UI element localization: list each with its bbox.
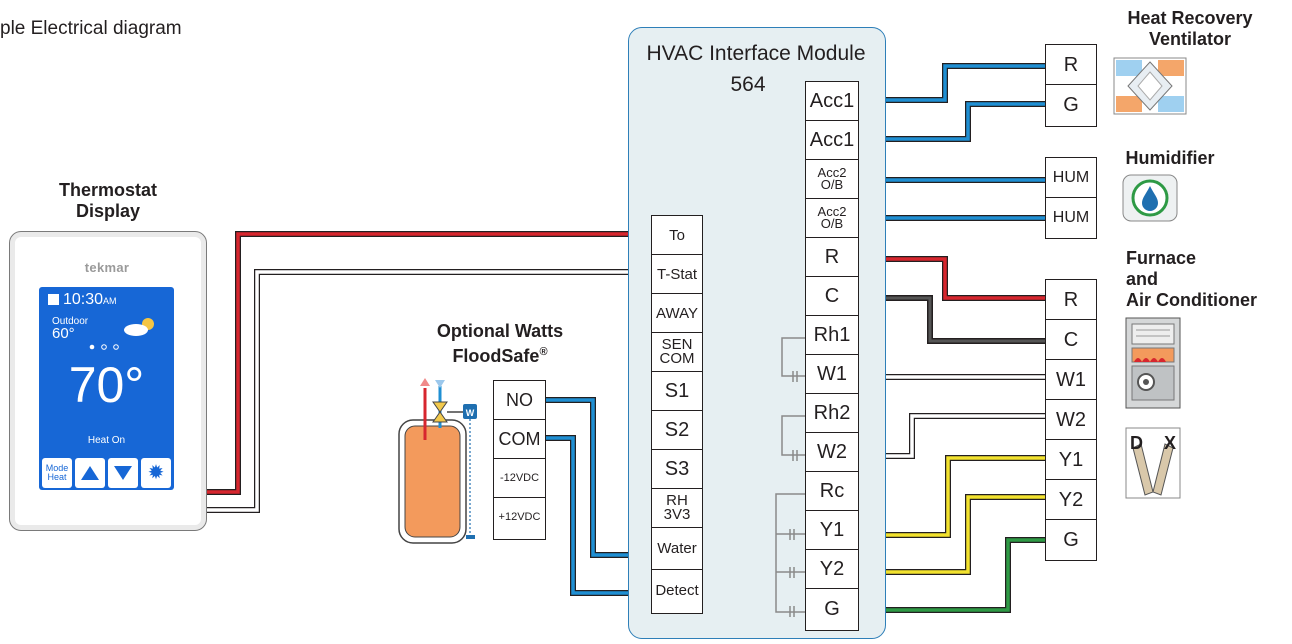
wire-blue-acc1-g xyxy=(858,101,1045,142)
terminal-g: G xyxy=(824,597,840,620)
settings-button[interactable]: ✹ xyxy=(141,458,171,488)
thermostat-brand: tekmar xyxy=(84,260,130,275)
terminal-c: C xyxy=(806,277,858,316)
module-title: HVAC Interface Module xyxy=(646,42,866,65)
floodsafe-header: Optional Watts FloodSafe® xyxy=(436,321,564,366)
mode-button[interactable]: Mode Heat xyxy=(42,458,72,488)
terminal-rh-3v3: RH 3V3 xyxy=(652,489,702,528)
terminal-away: AWAY xyxy=(652,294,702,333)
furnace-terminals: R C W1 W2 Y1 Y2 G xyxy=(1045,279,1097,561)
terminal-hrv-g: G xyxy=(1063,94,1079,116)
terminal-rh2: Rh2 xyxy=(806,394,858,433)
terminal-f-r: R xyxy=(1046,280,1096,320)
terminal-acc1: Acc1 xyxy=(806,82,858,121)
wire-yellow-y1 xyxy=(858,455,1045,538)
thermostat-time: 10:30AM xyxy=(48,291,117,309)
thermostat-temperature: 70° xyxy=(68,357,145,413)
terminal-w2: W2 xyxy=(806,433,858,472)
terminal-r: R xyxy=(806,238,858,277)
hrv-header: Heat Recovery Ventilator xyxy=(1127,8,1253,49)
terminal-no: NO xyxy=(494,381,545,420)
terminal-acc2-ob: Acc2 O/B xyxy=(806,160,858,199)
diagram-title: ple Electrical diagram xyxy=(0,18,182,39)
terminal-to: To xyxy=(652,216,702,255)
terminal-minus-12vdc: -12VDC xyxy=(494,459,545,498)
terminal-y2: Y2 xyxy=(806,550,858,589)
dx-d-text: D xyxy=(1130,433,1143,453)
terminal-f-g: G xyxy=(1063,528,1079,551)
wire-blue-acc1-r xyxy=(858,63,1045,103)
wire-blue-water xyxy=(545,397,651,558)
floodsafe-terminals: NO COM -12VDC +12VDC xyxy=(493,380,546,540)
wire-blue-detect xyxy=(545,435,651,596)
thermostat-header: Thermostat Display xyxy=(58,180,157,221)
wire-yellow-y2 xyxy=(858,494,1045,575)
module-number: 564 xyxy=(730,73,766,96)
terminal-acc1: Acc1 xyxy=(806,121,858,160)
triangle-down-icon xyxy=(114,466,132,480)
wire-green-g xyxy=(858,537,1045,613)
humidifier-header: Humidifier xyxy=(1125,148,1215,168)
terminal-w1: W1 xyxy=(806,355,858,394)
furnace-header: Furnace and Air Conditioner xyxy=(1126,248,1257,310)
wire-red-r xyxy=(858,256,1045,301)
terminal-y1: Y1 xyxy=(806,511,858,550)
terminal-hum-2: HUM xyxy=(1052,209,1090,226)
terminal-t-stat: T-Stat xyxy=(652,255,702,294)
wire-black-c xyxy=(858,295,1045,344)
terminal-s2: S2 xyxy=(652,411,702,450)
module-left-terminals: To T-Stat AWAY SEN COM S1 S2 S3 RH 3V3 W… xyxy=(651,215,703,614)
terminal-sen-com: SEN COM xyxy=(652,333,702,372)
triangle-up-icon xyxy=(81,466,99,480)
dx-x-text: X xyxy=(1164,433,1176,453)
terminal-detect: Detect xyxy=(655,582,699,599)
terminal-com: COM xyxy=(494,420,545,459)
terminal-rh1: Rh1 xyxy=(806,316,858,355)
module-right-terminals: Acc1 Acc1 Acc2 O/B Acc2 O/B R C Rh1 W1 R… xyxy=(805,81,859,631)
terminal-f-y1: Y1 xyxy=(1046,440,1096,480)
terminal-hrv-r: R xyxy=(1046,45,1096,85)
wire-red-to xyxy=(205,231,651,495)
terminal-rc: Rc xyxy=(806,472,858,511)
gear-icon: ✹ xyxy=(147,462,165,484)
terminal-hum-1: HUM xyxy=(1046,158,1096,198)
thermostat-status: Heat On xyxy=(87,435,126,446)
wire-white-tstat xyxy=(205,269,651,513)
terminal-acc2-ob: Acc2 O/B xyxy=(806,199,858,238)
down-button[interactable] xyxy=(108,458,138,488)
terminal-f-y2: Y2 xyxy=(1046,480,1096,520)
terminal-s3: S3 xyxy=(652,450,702,489)
terminal-water: Water xyxy=(652,528,702,570)
terminal-f-w2: W2 xyxy=(1046,400,1096,440)
terminal-plus-12vdc: +12VDC xyxy=(498,511,541,523)
calendar-icon xyxy=(48,294,59,305)
humidifier-terminals: HUM HUM xyxy=(1045,157,1097,239)
terminal-f-c: C xyxy=(1046,320,1096,360)
hrv-terminals: R G xyxy=(1045,44,1097,127)
terminal-s1: S1 xyxy=(652,372,702,411)
terminal-f-w1: W1 xyxy=(1046,360,1096,400)
valve-badge-text: W xyxy=(466,408,475,418)
up-button[interactable] xyxy=(75,458,105,488)
